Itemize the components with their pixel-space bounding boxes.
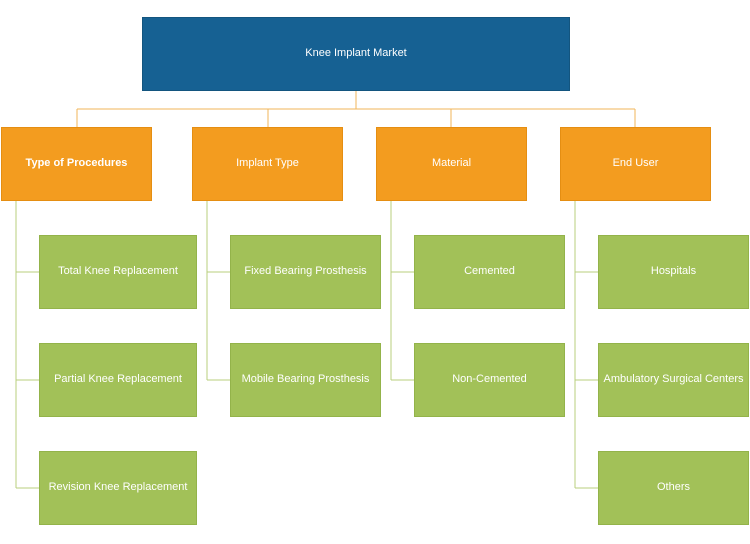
category-end-user: End User — [560, 127, 711, 201]
leaf-cemented: Cemented — [414, 235, 565, 309]
category-label: End User — [612, 157, 659, 170]
leaf-label: Total Knee Replacement — [58, 265, 178, 278]
leaf-label: Revision Knee Replacement — [48, 481, 188, 494]
root-label: Knee Implant Market — [305, 47, 407, 60]
leaf-label: Cemented — [464, 265, 515, 278]
leaf-label: Ambulatory Surgical Centers — [603, 373, 744, 386]
category-implant-type: Implant Type — [192, 127, 343, 201]
leaf-partial-knee-replacement: Partial Knee Replacement — [39, 343, 197, 417]
root-node: Knee Implant Market — [142, 17, 570, 91]
leaf-total-knee-replacement: Total Knee Replacement — [39, 235, 197, 309]
leaf-ambulatory-surgical-centers: Ambulatory Surgical Centers — [598, 343, 749, 417]
leaf-label: Hospitals — [650, 265, 697, 278]
category-label: Material — [431, 157, 472, 170]
leaf-mobile-bearing-prosthesis: Mobile Bearing Prosthesis — [230, 343, 381, 417]
leaf-label: Others — [656, 481, 690, 494]
category-type-of-procedures: Type of Procedures — [1, 127, 152, 201]
leaf-label: Non-Cemented — [452, 373, 527, 386]
category-label: Type of Procedures — [25, 157, 128, 170]
leaf-label: Mobile Bearing Prosthesis — [241, 373, 370, 386]
leaf-label: Partial Knee Replacement — [54, 373, 182, 386]
leaf-non-cemented: Non-Cemented — [414, 343, 565, 417]
leaf-hospitals: Hospitals — [598, 235, 749, 309]
leaf-fixed-bearing-prosthesis: Fixed Bearing Prosthesis — [230, 235, 381, 309]
category-material: Material — [376, 127, 527, 201]
leaf-others: Others — [598, 451, 749, 525]
leaf-label: Fixed Bearing Prosthesis — [244, 265, 367, 278]
leaf-revision-knee-replacement: Revision Knee Replacement — [39, 451, 197, 525]
category-label: Implant Type — [236, 157, 299, 170]
